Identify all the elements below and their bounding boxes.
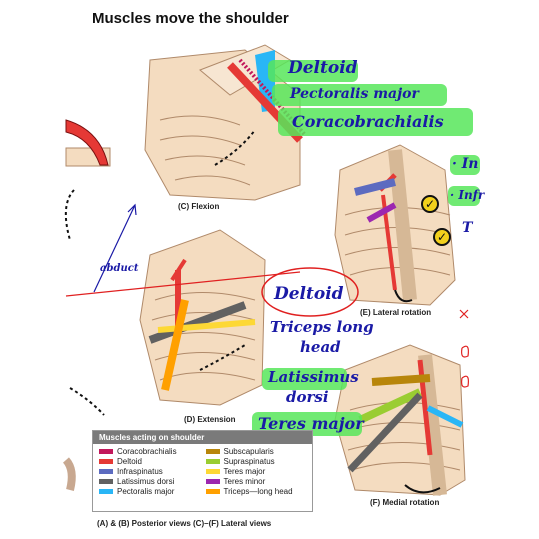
- legend-item: Coracobrachialis: [99, 447, 200, 456]
- legend-item: Subscapularis: [205, 447, 307, 456]
- medial-rotation-figure: [334, 344, 466, 496]
- muscle-legend: Muscles acting on shoulder Coracobrachia…: [92, 430, 313, 512]
- highlight-right-1: [450, 155, 480, 175]
- legend-swatch: [99, 459, 113, 464]
- note-right-1: · In: [452, 156, 479, 172]
- legend-label: Supraspinatus: [223, 457, 275, 466]
- note-extension-head: head: [300, 338, 341, 356]
- page-title: Muscles move the shoulder: [92, 10, 289, 27]
- note-extension-dorsi: dorsi: [286, 388, 329, 406]
- deltoid-circle: [261, 267, 359, 317]
- legend-label: Teres major: [223, 467, 266, 476]
- legend-item: Triceps—long head: [205, 487, 307, 496]
- legend-label: Teres minor: [223, 477, 266, 486]
- note-flexion-pectoralis: Pectoralis major: [290, 86, 419, 102]
- note-flexion-coracobrachialis: Coracobrachialis: [292, 112, 444, 131]
- legend-swatch: [99, 469, 113, 474]
- note-extension-teres-major: Teres major: [258, 414, 364, 433]
- note-flexion-deltoid: Deltoid: [288, 58, 358, 78]
- legend-header: Muscles acting on shoulder: [93, 431, 312, 444]
- check-icon: ✓: [421, 195, 439, 213]
- deltoid-fragment: [65, 119, 109, 166]
- highlight-flexion-3: [278, 108, 473, 136]
- legend-swatch: [205, 459, 220, 464]
- note-extension-triceps: Triceps long: [270, 318, 374, 336]
- posterior-view-fragment: [62, 119, 111, 491]
- highlight-extension-4: [262, 368, 347, 390]
- legend-label: Subscapularis: [223, 447, 274, 456]
- legend-swatch: [205, 449, 220, 454]
- highlight-right-2: [448, 186, 480, 206]
- legend-swatch: [205, 489, 220, 494]
- legend-swatch: [205, 469, 220, 474]
- legend-item: Infraspinatus: [99, 467, 200, 476]
- extension-figure: [139, 229, 266, 406]
- check-icon: ✓: [433, 228, 451, 246]
- legend-swatch: [99, 489, 113, 494]
- legend-item: Teres minor: [205, 477, 307, 486]
- legend-label: Infraspinatus: [117, 467, 163, 476]
- legend-swatch: [205, 479, 220, 484]
- legend-item: Pectoralis major: [99, 487, 200, 496]
- note-right-3: T: [462, 220, 473, 236]
- legend-swatch: [99, 479, 113, 484]
- note-extension-deltoid: Deltoid: [274, 284, 344, 304]
- legend-label: Coracobrachialis: [117, 447, 177, 456]
- views-caption: (A) & (B) Posterior views (C)–(F) Latera…: [97, 519, 272, 528]
- legend-item: Latissimus dorsi: [99, 477, 200, 486]
- panel-label-medial-rotation: (F) Medial rotation: [370, 498, 440, 507]
- highlight-flexion-1: [268, 60, 358, 82]
- note-right-2: · Infr: [450, 188, 485, 202]
- lateral-rotation-figure: [334, 144, 456, 306]
- legend-label: Deltoid: [117, 457, 142, 466]
- note-side-abduct: abduct: [100, 263, 139, 274]
- legend-swatch: [99, 449, 113, 454]
- legend-item: Teres major: [205, 467, 307, 476]
- legend-label: Pectoralis major: [117, 487, 175, 496]
- panel-label-lateral-rotation: (E) Lateral rotation: [360, 308, 432, 317]
- legend-item: Supraspinatus: [205, 457, 307, 466]
- legend-label: Latissimus dorsi: [117, 477, 175, 486]
- panel-label-extension: (D) Extension: [184, 415, 236, 424]
- panel-label-flexion: (C) Flexion: [178, 202, 220, 211]
- pen-annotations: [65, 203, 469, 388]
- legend-label: Triceps—long head: [223, 487, 293, 496]
- legend-item: Deltoid: [99, 457, 200, 466]
- highlight-flexion-2: [272, 84, 447, 106]
- note-extension-latissimus: Latissimus: [268, 368, 359, 386]
